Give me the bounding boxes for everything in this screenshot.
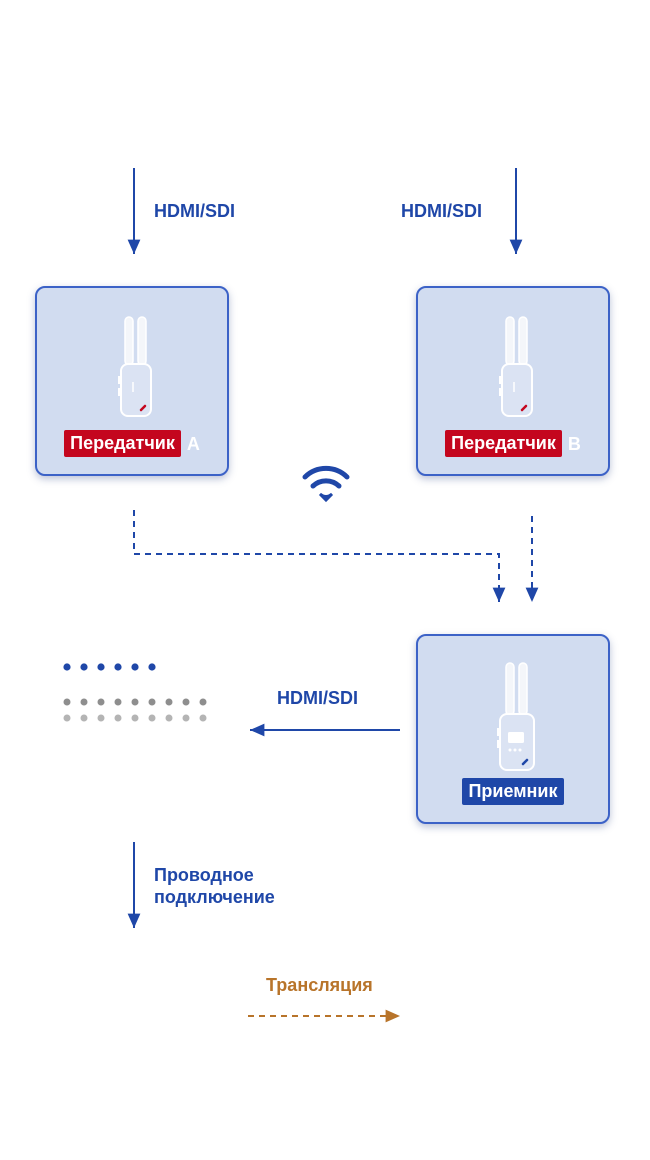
wired-legend-line1: Проводное (154, 865, 254, 885)
receiver-tag: Приемник (462, 778, 564, 805)
broadcast-legend-label: Трансляция (266, 975, 373, 995)
transmitter-b-suffix: В (567, 434, 581, 455)
transmitter-a-tag: Передатчик (64, 430, 181, 457)
display-dots (63, 663, 207, 722)
wireless-link-a (133, 510, 506, 602)
device-icon (497, 662, 535, 771)
wifi-icon (302, 465, 350, 503)
transmitter-b-tag: Передатчик (445, 430, 562, 457)
transmitter-a-suffix: А (186, 434, 200, 455)
device-icon (118, 316, 152, 417)
wired-legend-label: Проводное подключение (154, 864, 275, 908)
receiver-tag-row: Приемник (418, 778, 608, 805)
receiver-card: Приемник (416, 634, 610, 824)
device-icon (499, 316, 533, 417)
input-a-label: HDMI/SDI (154, 201, 235, 221)
wired-legend-line2: подключение (154, 887, 275, 907)
input-b-label: HDMI/SDI (401, 201, 482, 221)
output-label: HDMI/SDI (277, 688, 358, 708)
